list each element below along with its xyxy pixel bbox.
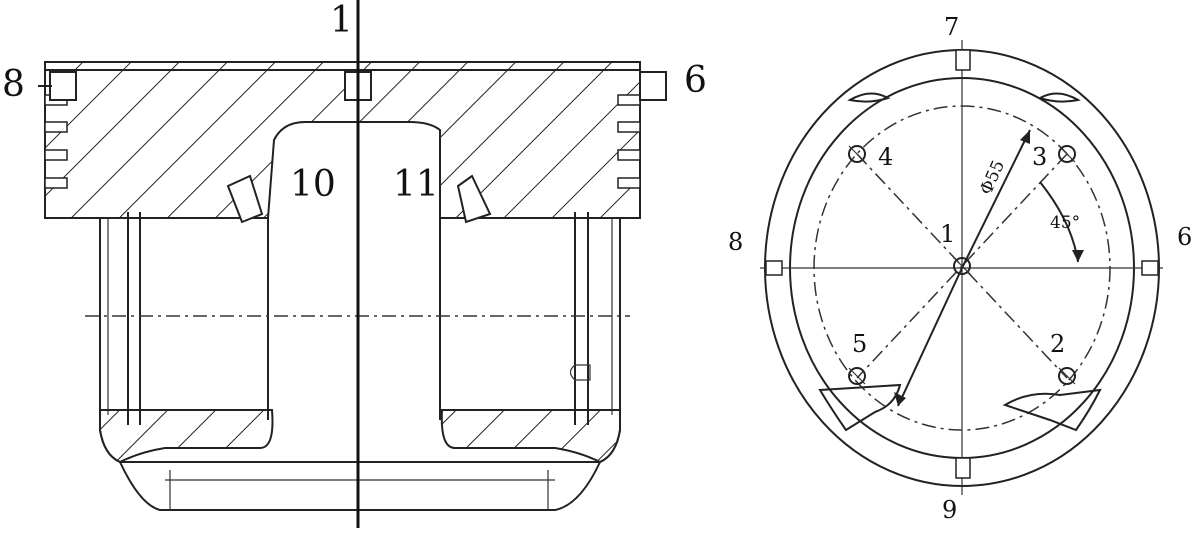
skirt-lower-hatched-right [440, 409, 621, 464]
label-right-6: 6 [1177, 223, 1192, 251]
piston-top-view: 7 9 8 6 1 2 3 4 5 Φ55 45° [728, 13, 1192, 524]
label-axis-1: 1 [330, 0, 353, 41]
cooling-hole-10 [226, 174, 264, 224]
ring-grooves-right [617, 94, 641, 189]
point-5-marker [848, 367, 866, 385]
diameter-label: Φ55 [976, 157, 1009, 198]
label-hole-11: 11 [393, 164, 439, 205]
label-left-8: 8 [728, 228, 743, 256]
point-3-marker [1058, 145, 1076, 163]
skirt-lower-hatched-left [99, 409, 274, 464]
label-groove-6: 6 [684, 60, 707, 101]
label-point-4: 4 [878, 143, 893, 171]
cooling-hole-11 [456, 174, 492, 224]
label-point-5: 5 [852, 330, 867, 358]
point-4-marker [848, 145, 866, 163]
label-center-1: 1 [940, 220, 955, 248]
label-top-7: 7 [944, 13, 959, 41]
piston-section-view: 1 8 6 10 11 [2, 0, 707, 528]
sensor-slot-8 [49, 71, 77, 101]
point-2-marker [1058, 367, 1076, 385]
label-point-3: 3 [1032, 143, 1047, 171]
crown-hatched-section [44, 61, 641, 219]
label-groove-8: 8 [2, 64, 25, 105]
label-point-2: 2 [1050, 330, 1065, 358]
point-1-marker [953, 257, 971, 275]
label-hole-10: 10 [290, 164, 336, 205]
sensor-slot-6 [639, 71, 667, 101]
angle-label: 45° [1050, 213, 1080, 233]
label-bottom-9: 9 [942, 496, 957, 524]
